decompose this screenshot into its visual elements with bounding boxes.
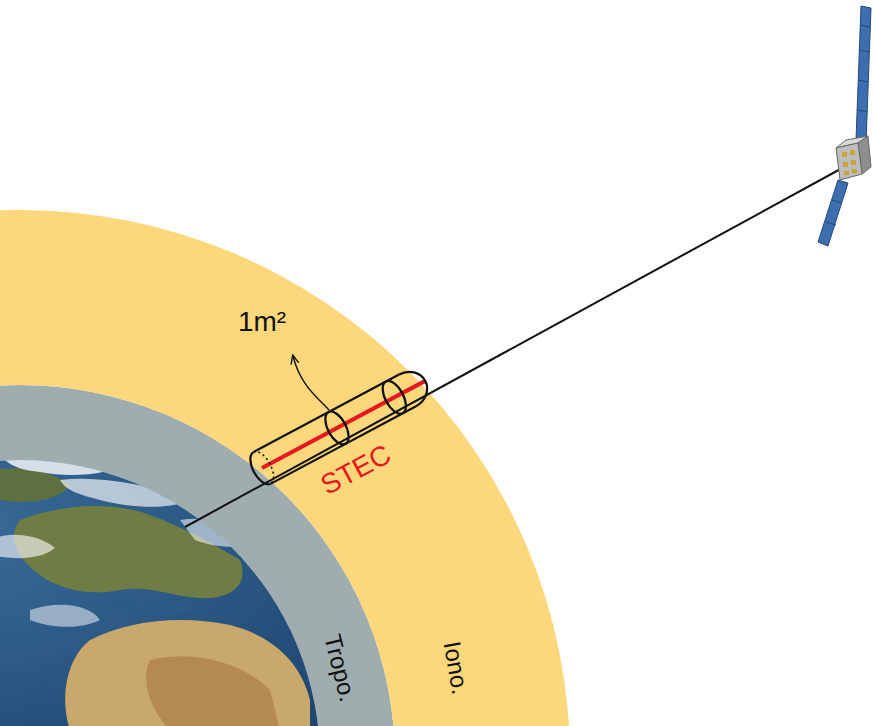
band-label: Tropo.	[320, 632, 360, 704]
satellite	[818, 6, 871, 246]
area-label: 1m²	[238, 308, 286, 336]
band-label: Iono.	[440, 640, 473, 697]
